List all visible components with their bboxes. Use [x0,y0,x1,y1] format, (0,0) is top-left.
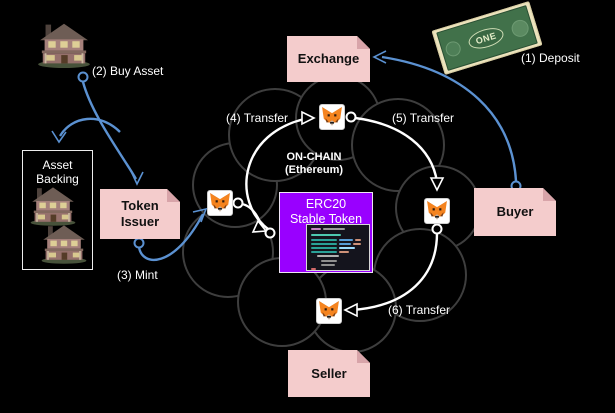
node-buyer: Buyer [474,188,556,236]
issuer-wallet-metamask-icon [207,190,233,216]
seller-wallet-metamask-icon [316,298,342,324]
metamask-fox-icon [427,201,447,220]
smart-contract-code-screenshot [306,224,370,271]
metamask-fox-icon [210,193,230,212]
backing-house-image-1 [30,187,76,226]
token-issuer-label-line1: Token [121,198,159,213]
flow-transfer4-label: (4) Transfer [226,111,289,125]
onchain-caption-line1: ON-CHAIN [286,151,342,163]
erc20-label-line2: Stable Token [289,212,363,226]
bill-right-seal [509,17,531,39]
node-erc20-stable-token: ERC20 Stable Token [279,192,373,273]
flow-transfer6-label: (6) Transfer [388,303,451,317]
node-buyer-label: Buyer [496,204,534,219]
node-exchange-label: Exchange [297,51,360,66]
flow-transfer5-arrow [345,111,445,192]
flow-mint-arrow [133,207,208,262]
flow-buy-asset-label: (2) Buy Asset [92,64,164,78]
flow-deposit-label: (1) Deposit [521,51,580,65]
flow-mint-label: (3) Mint [117,268,158,282]
metamask-fox-icon [319,301,339,320]
flow-transfer6-arrow [343,223,443,318]
node-seller-label: Seller [311,365,347,381]
metamask-fox-icon [322,107,342,126]
asset-backing-label-line2: Backing [36,172,79,186]
flow-transfer5-label: (5) Transfer [392,111,455,125]
node-seller: Seller [288,350,370,397]
node-asset-backing: Asset Backing [22,150,93,270]
token-issuer-label-line2: Issuer [120,214,160,229]
bill-left-seal [443,39,463,58]
onchain-caption: ON-CHAIN (Ethereum) [268,151,360,177]
node-token-issuer: Token Issuer [100,189,180,239]
erc20-label-line1: ERC20 [305,197,347,211]
exchange-wallet-metamask-icon [319,104,345,130]
buyer-wallet-metamask-icon [424,198,450,224]
asset-backing-label-line1: Asset [42,158,73,172]
flow-transfer4-arrow [245,110,316,239]
node-exchange: Exchange [287,36,370,82]
asset-house-image [38,23,90,68]
bill-denomination: ONE [466,24,506,53]
flow-buy-asset-arrow [51,71,144,186]
onchain-caption-line2: (Ethereum) [284,164,344,176]
backing-house-image-2 [41,225,87,264]
